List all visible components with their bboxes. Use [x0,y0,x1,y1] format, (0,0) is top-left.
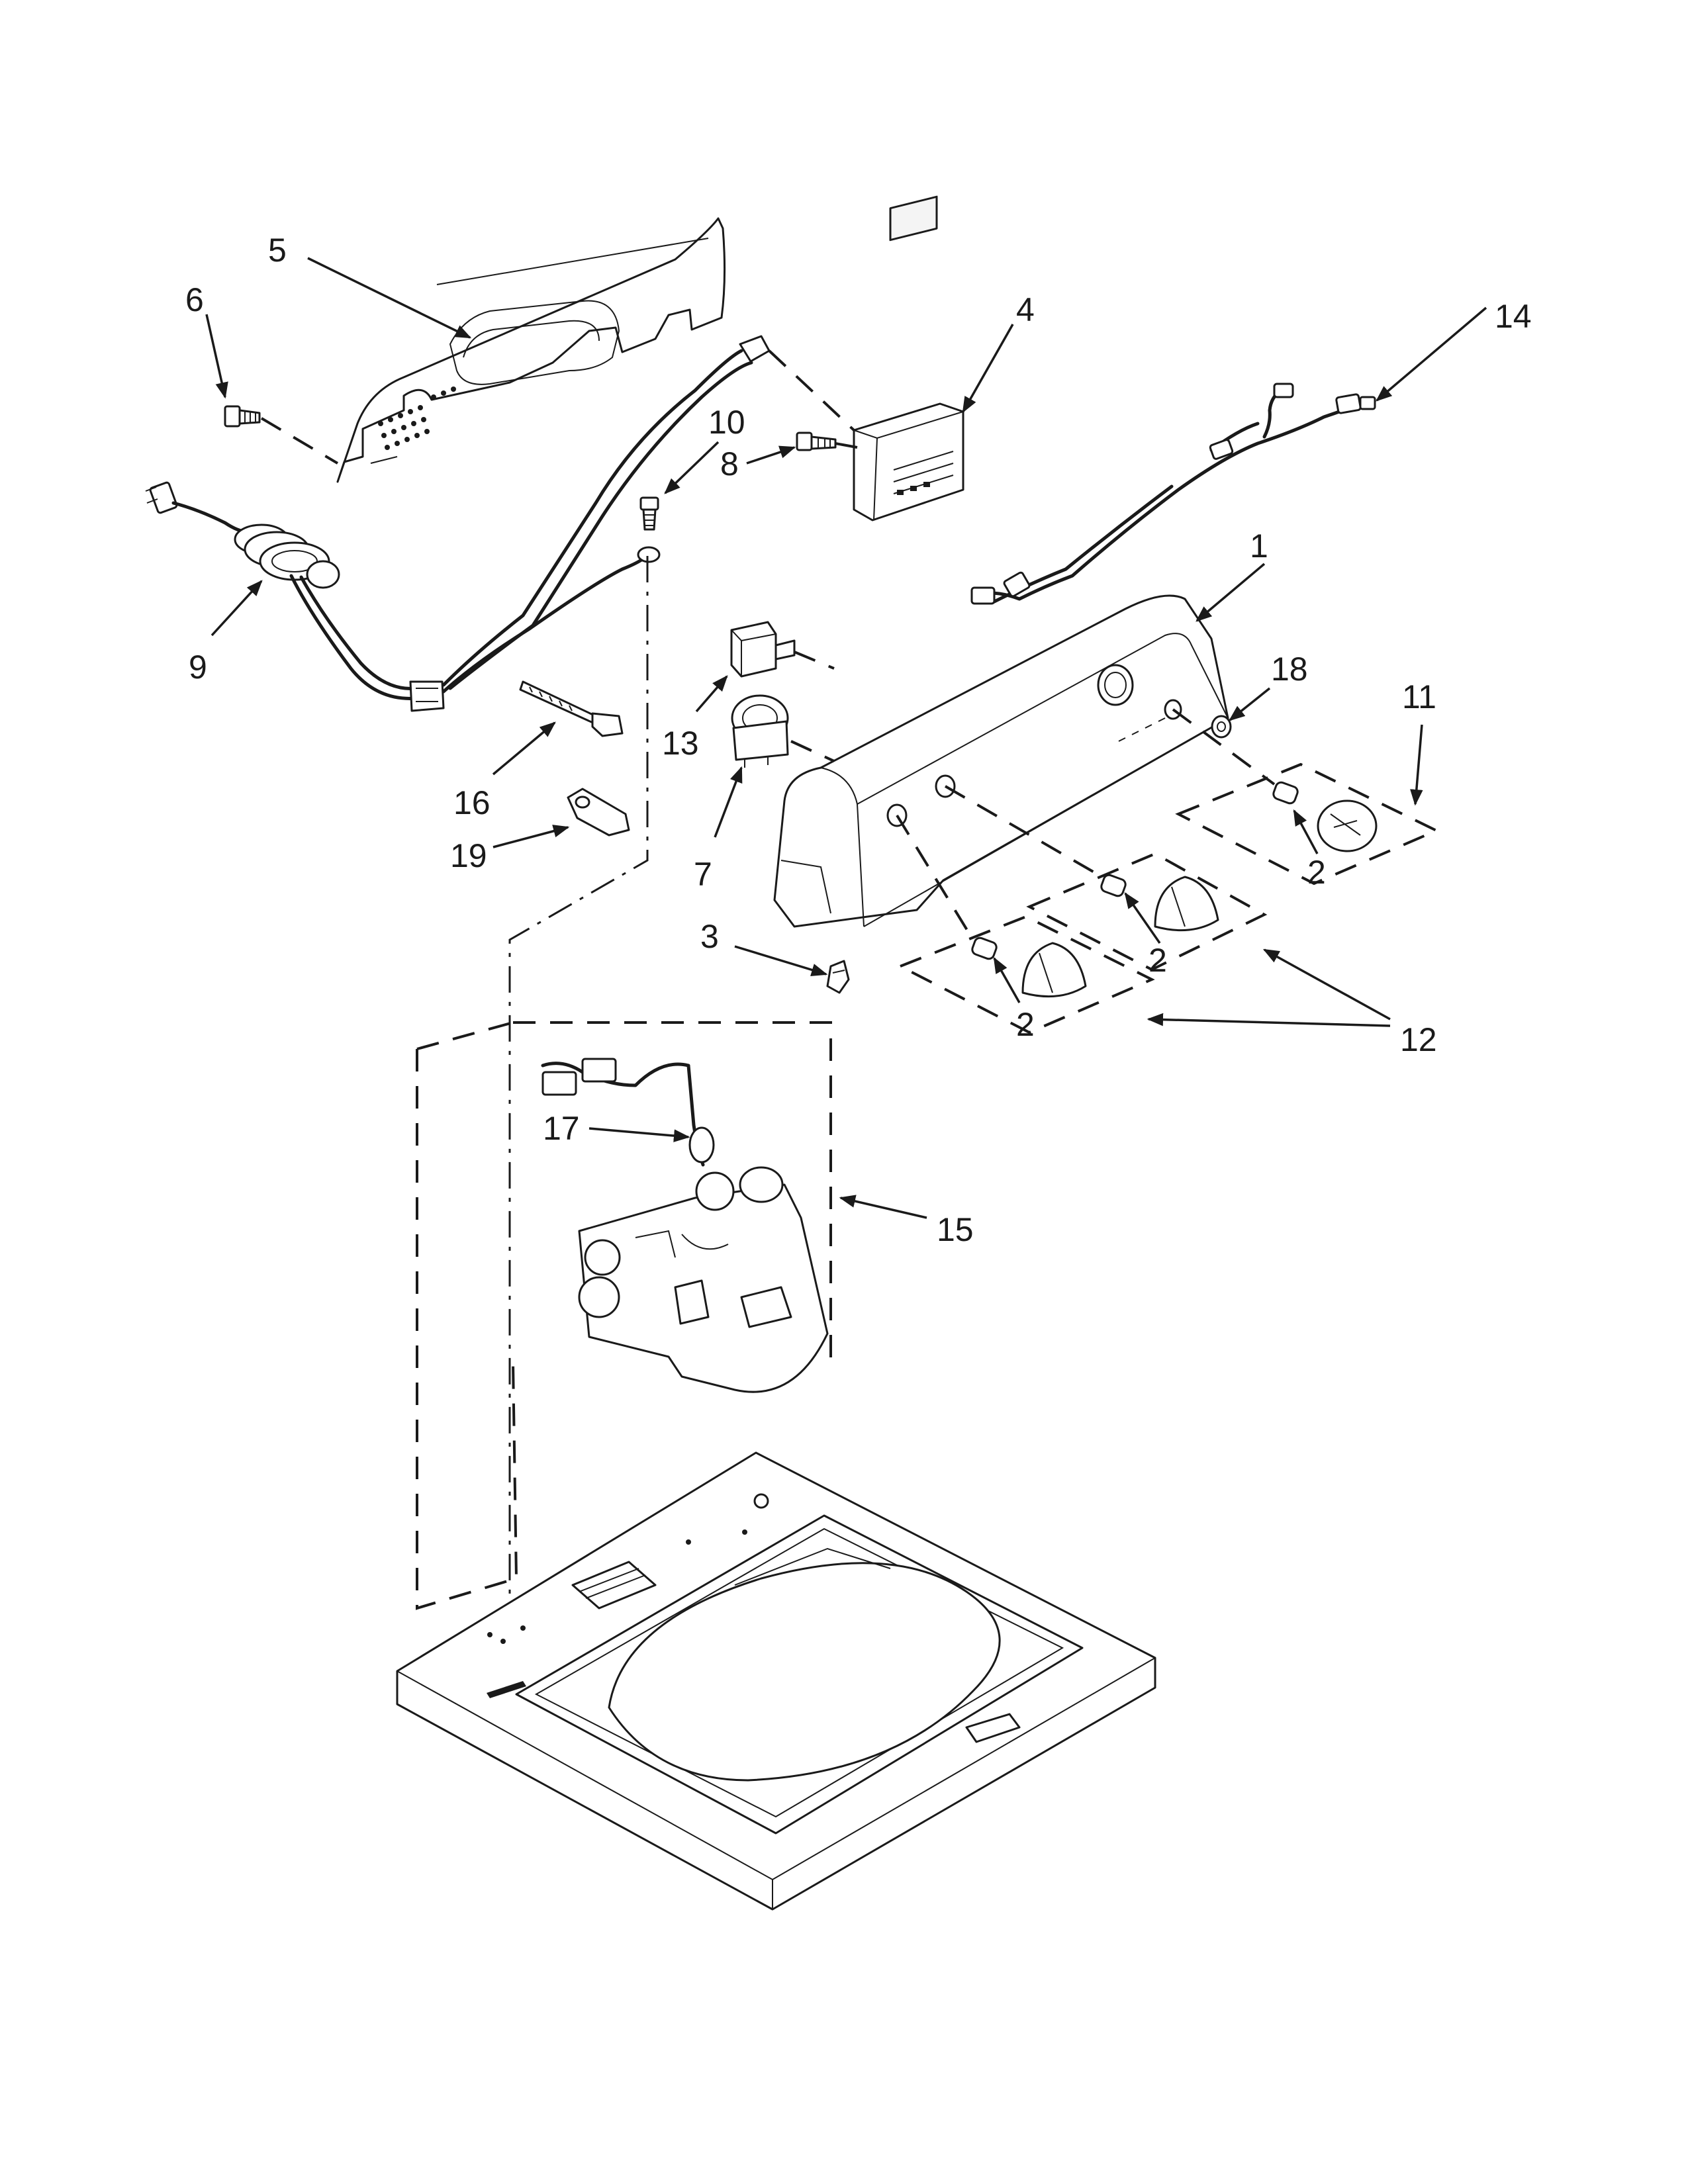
callout-label-17: 17 [543,1110,580,1147]
callout-label-15: 15 [937,1211,974,1248]
callout-label-16: 16 [453,784,491,821]
callout-11: 11 [1402,678,1436,806]
console-back-panel [336,217,726,483]
callout-13: 13 [662,675,728,762]
switch-13 [730,621,835,678]
callout-5: 5 [268,232,472,339]
callout-label-5: 5 [268,232,287,269]
callout-9: 9 [189,580,263,686]
callout-3: 3 [700,918,828,976]
callout-label-1: 1 [1250,527,1268,565]
callout-label-9: 9 [189,649,207,686]
callout-label-2b: 2 [1149,942,1167,979]
callout-12: 12 [1147,948,1437,1058]
knob-assembly-11 [1172,708,1440,886]
callout-10: 10 [664,404,745,494]
callout-15: 15 [839,1195,974,1248]
knob-assembly-12a [944,785,1268,972]
ground-screw-10 [639,496,659,531]
callout-label-4: 4 [1016,291,1035,328]
console [773,594,1229,928]
top-panel [396,1451,1156,1911]
pressure-switch-7 [731,694,835,768]
callout-label-19: 19 [450,837,487,874]
callout-label-10: 10 [708,404,745,441]
power-cord [145,335,771,712]
callout-label-14: 14 [1495,298,1532,335]
callout-8: 8 [720,445,796,482]
callout-label-12: 12 [1400,1021,1437,1058]
bushing-18 [1211,715,1232,739]
water-valve-assembly [416,1021,832,1610]
ground-dashdot-line [508,556,649,1668]
wire-tie-16 [519,680,624,737]
wire-harness [970,383,1376,605]
callout-16: 16 [453,721,556,821]
screw-6 [224,405,339,465]
callout-label-13: 13 [662,725,699,762]
callout-14: 14 [1376,298,1532,402]
callout-7: 7 [694,766,743,893]
callout-label-8: 8 [720,445,739,482]
knob-assembly-12b [896,814,1155,1034]
callout-2c: 2 [993,956,1035,1043]
callout-label-3: 3 [700,918,719,955]
callout-17: 17 [543,1110,690,1147]
callout-2a: 2 [1293,809,1326,891]
screw-8 [796,432,858,451]
callout-label-6: 6 [185,281,204,318]
callout-label-2a: 2 [1307,854,1326,891]
callout-18: 18 [1229,651,1308,721]
callout-1: 1 [1196,527,1268,622]
callout-label-2c: 2 [1016,1006,1035,1043]
main-control-board [768,195,964,522]
callout-2b: 2 [1124,891,1167,979]
clip-19 [567,788,630,837]
callout-label-7: 7 [694,856,712,893]
callout-19: 19 [450,825,570,874]
callout-6: 6 [185,281,228,399]
clip-3 [826,960,850,994]
callout-label-18: 18 [1271,651,1308,688]
callout-4: 4 [962,291,1035,414]
callout-label-11: 11 [1402,678,1436,715]
